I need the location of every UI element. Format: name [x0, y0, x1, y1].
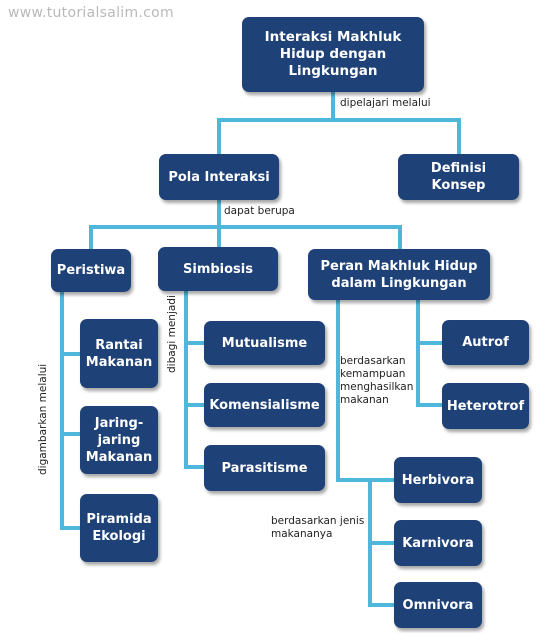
node-karnivora: Karnivora: [394, 520, 482, 566]
node-herbivora: Herbivora: [394, 457, 482, 503]
node-parasitisme: Parasitisme: [204, 445, 325, 491]
node-jaring-jaring-makanan: Jaring-jaring Makanan: [80, 406, 158, 474]
node-peran-makhluk-hidup: Peran Makhluk Hidup dalam Lingkungan: [308, 249, 490, 300]
label-dibagi-menjadi: dibagi menjadi: [166, 295, 178, 373]
node-mutualisme: Mutualisme: [204, 321, 325, 365]
label-dipelajari-melalui: dipelajari melalui: [340, 97, 431, 109]
label-berdasarkan-jenis-makanan: berdasarkan jenis makananya: [271, 515, 365, 540]
node-komensialisme: Komensialisme: [204, 383, 325, 427]
node-rantai-makanan: Rantai Makanan: [80, 319, 158, 388]
node-autrof: Autrof: [442, 320, 529, 365]
label-dapat-berupa: dapat berupa: [224, 205, 295, 217]
node-simbiosis: Simbiosis: [158, 247, 278, 291]
node-heterotrof: Heterotrof: [442, 383, 529, 429]
node-interaksi-makhluk-hidup: Interaksi Makhluk Hidup dengan Lingkunga…: [242, 17, 424, 92]
watermark: www.tutorialsalim.com: [8, 5, 174, 21]
node-peristiwa: Peristiwa: [51, 249, 131, 292]
node-pola-interaksi: Pola Interaksi: [159, 154, 279, 200]
label-berdasarkan-kemampuan: berdasarkan kemampuan menghasilkan makan…: [340, 355, 414, 406]
node-piramida-ekologi: Piramida Ekologi: [80, 494, 158, 562]
node-definisi-konsep: Definisi Konsep: [398, 154, 519, 200]
node-omnivora: Omnivora: [394, 582, 482, 628]
label-digambarkan-melalui: digambarkan melalui: [37, 363, 49, 475]
